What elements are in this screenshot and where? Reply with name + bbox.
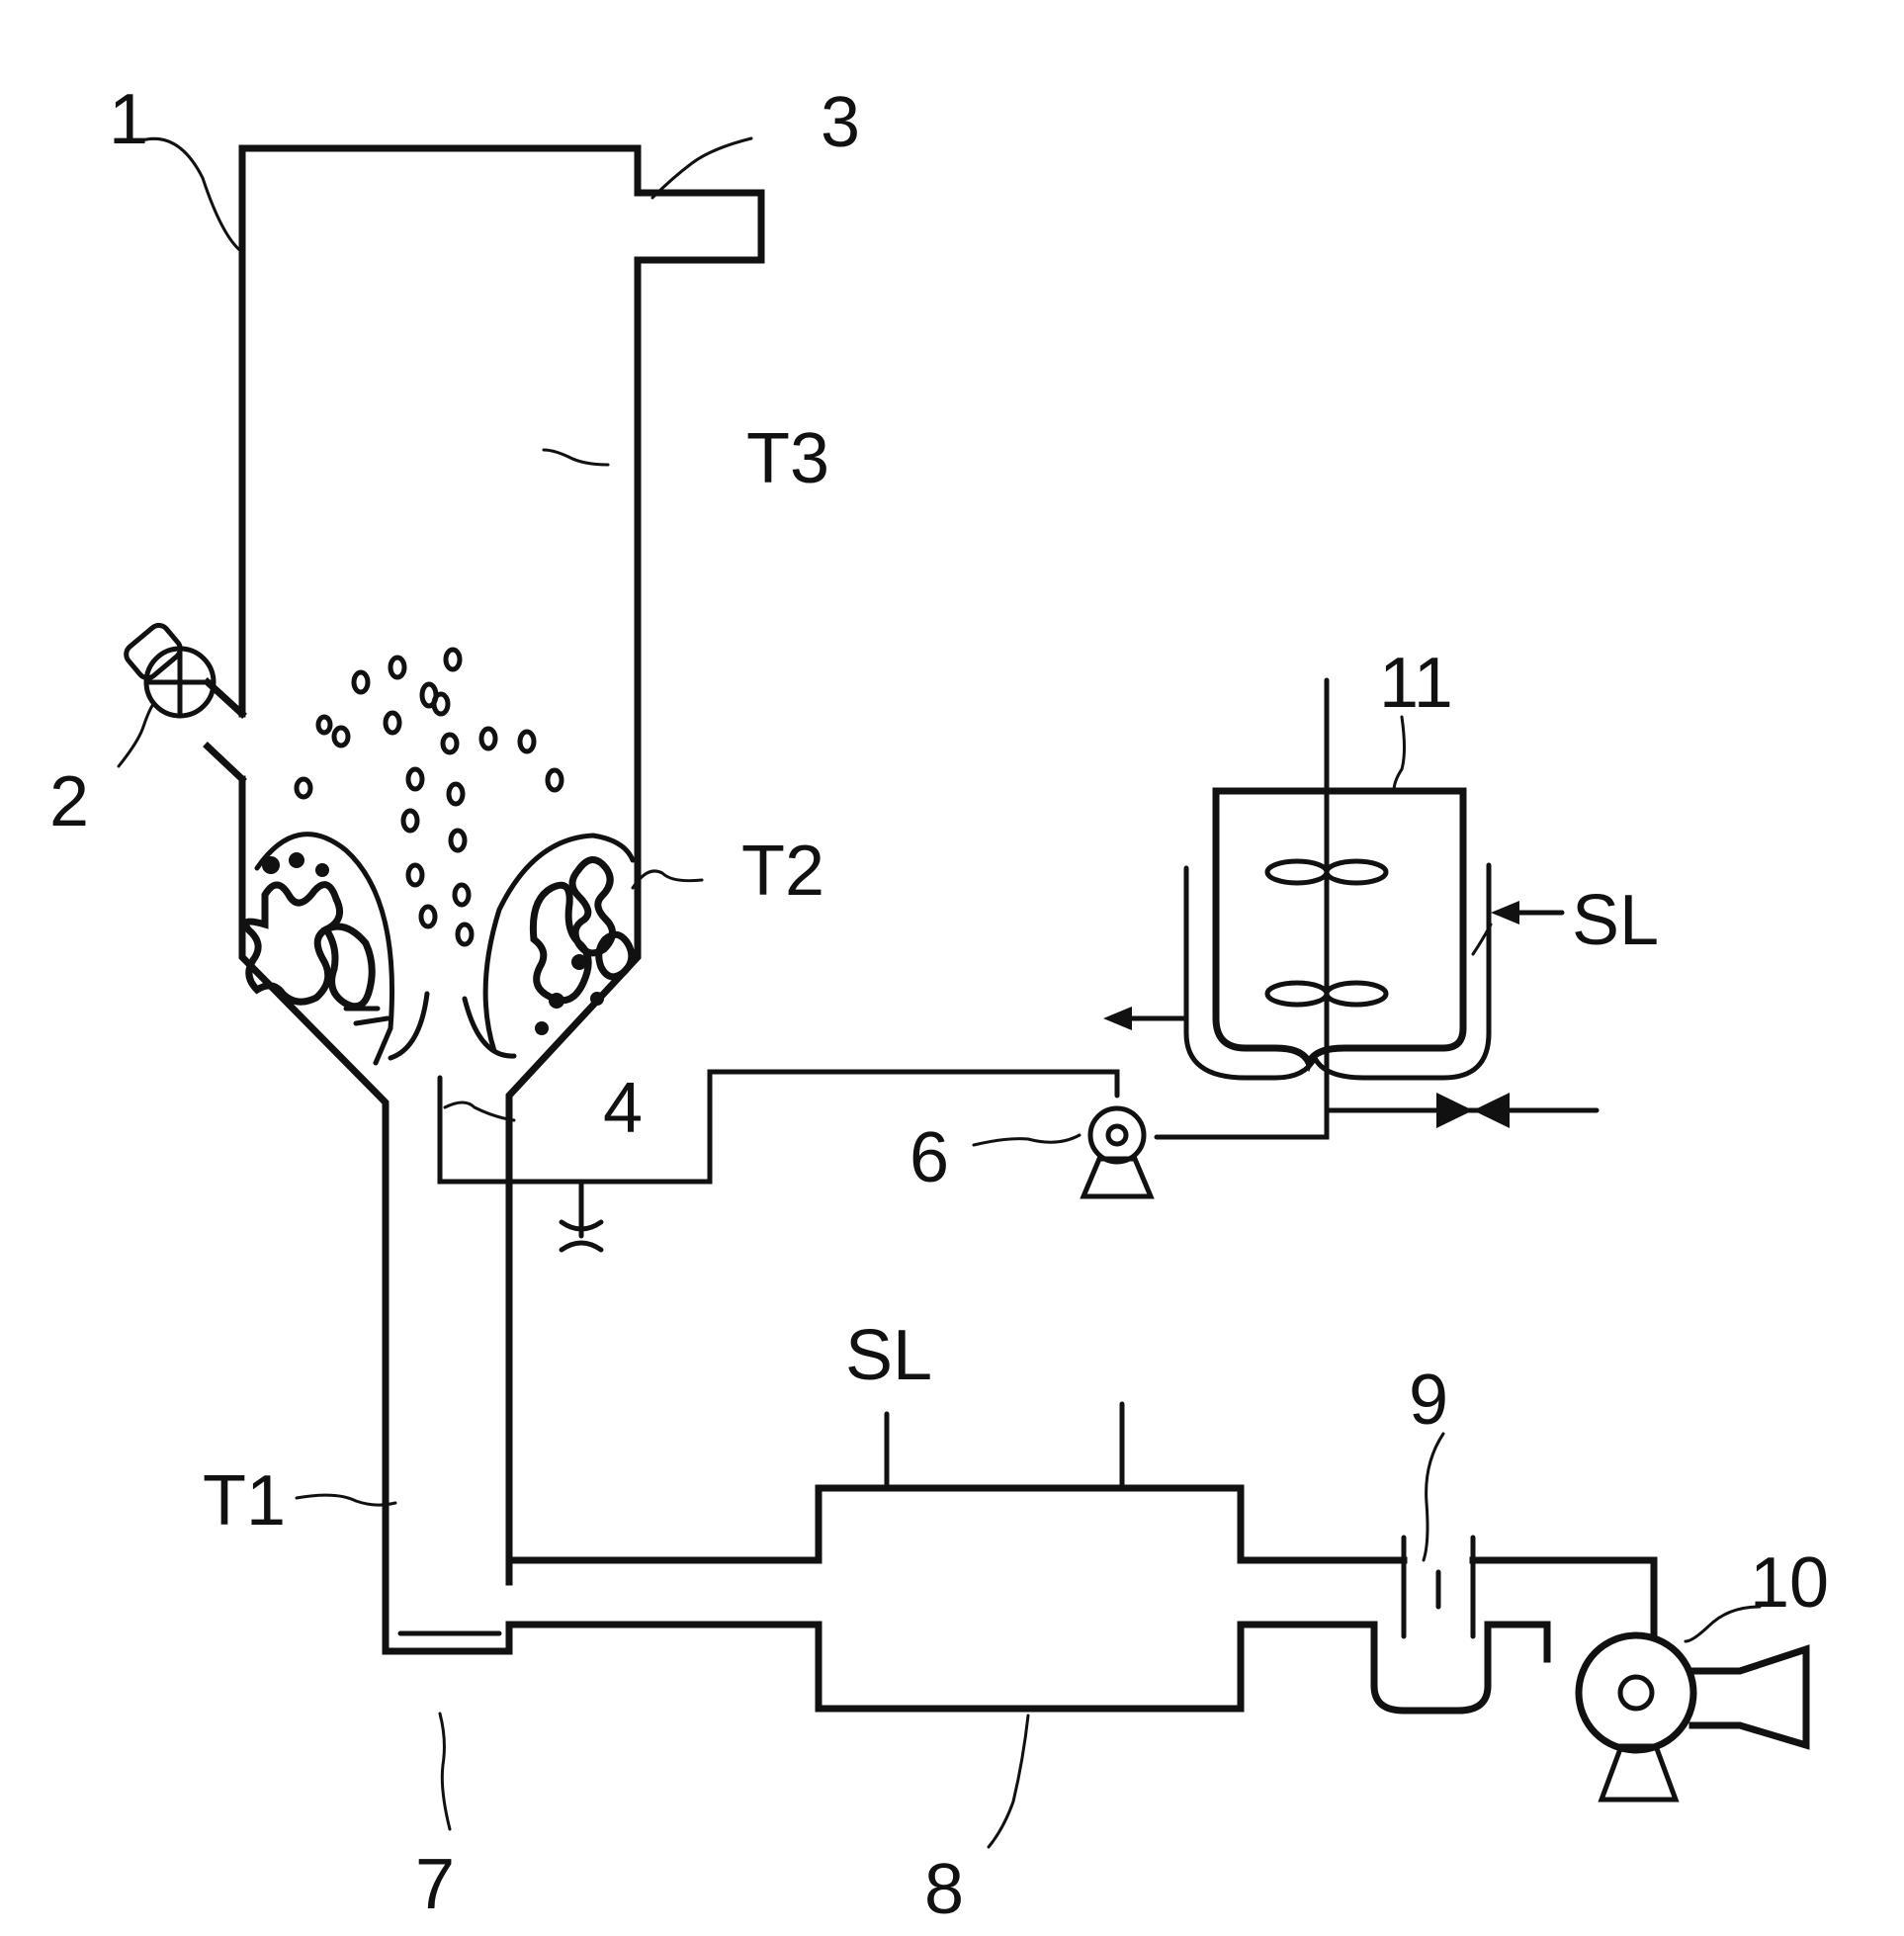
label-zone-t2: T2 (741, 832, 824, 911)
label-outlet: 3 (821, 83, 860, 162)
reactor-vessel (208, 148, 1117, 1651)
label-bottom: 7 (415, 1845, 455, 1924)
label-tank: 11 (1379, 644, 1453, 723)
label-sl-right: SL (1572, 881, 1659, 960)
label-reactor: 1 (109, 80, 148, 159)
agglomerate-left (245, 835, 427, 1063)
label-heat-exchanger: 8 (924, 1850, 964, 1929)
label-sl-top: SL (845, 1316, 932, 1395)
stirred-tank (1103, 680, 1597, 1137)
label-feeder: 2 (49, 762, 89, 841)
label-filter: 9 (1409, 1361, 1448, 1440)
label-blower: 10 (1750, 1543, 1829, 1623)
leader-lines (119, 138, 1760, 1847)
label-zone-t1: T1 (203, 1461, 286, 1540)
label-zone-t3: T3 (746, 419, 829, 498)
separator (1374, 1538, 1654, 1711)
label-pump-slurry: 6 (909, 1118, 949, 1197)
agglomerate-right (465, 836, 633, 1056)
slurry-pump (1083, 1108, 1151, 1196)
rotary-feeder (123, 621, 214, 716)
labels: 1 3 T3 2 T2 4 6 11 SL SL 9 T1 10 7 8 (49, 80, 1829, 1929)
label-overflow: 4 (603, 1069, 643, 1148)
circulation-loop (509, 1404, 1404, 1709)
blower (1579, 1635, 1806, 1800)
